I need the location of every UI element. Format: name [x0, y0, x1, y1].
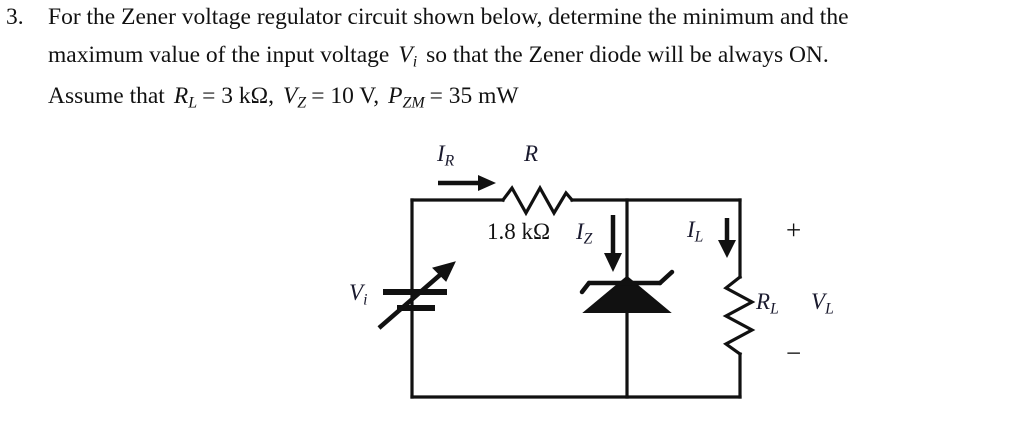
label-RL: RL [756, 290, 779, 320]
load-resistance-symbol: R [173, 83, 189, 109]
label-VL: VL [811, 290, 834, 320]
variable-dc-source-symbol [377, 261, 456, 330]
input-voltage-symbol: V [398, 42, 413, 68]
polarity-minus: − [786, 338, 802, 368]
zener-power-subscript: ZM [402, 94, 425, 112]
input-voltage-subscript: i [412, 53, 418, 71]
problem-line-2-text-a: maximum value of the input voltage [48, 42, 390, 68]
zener-power-symbol: P [388, 83, 403, 109]
zener-power-value: = 35 mW [429, 83, 519, 109]
label-RL-subscript: L [770, 300, 779, 318]
label-IR-symbol: I [437, 141, 445, 166]
label-IR-subscript: R [444, 152, 455, 170]
circuit-diagram: IR R 1.8 kΩ IZ IL Vi RL VL + − [0, 120, 1024, 437]
circuit-svg [377, 175, 756, 399]
zener-diode-symbol [579, 269, 675, 313]
current-IR-arrow [438, 175, 496, 191]
problem-number: 3. [6, 4, 24, 30]
current-IZ-arrow [604, 215, 622, 272]
problem-line-3: Assume that RL= 3 kΩ, VZ= 10 V, PZM= 35 mW [48, 83, 519, 116]
label-R-value: 1.8 kΩ [487, 219, 551, 244]
assume-label: Assume that [48, 83, 165, 109]
problem-line-1-text: For the Zener voltage regulator circuit … [48, 4, 849, 30]
label-Vi-subscript: i [363, 291, 368, 309]
load-resistance-subscript: L [188, 94, 198, 112]
comma-2: , [373, 83, 380, 109]
comma-1: , [268, 83, 274, 109]
problem-line-2-text-b: so that the Zener diode will be always O… [426, 42, 829, 68]
label-IZ: IZ [576, 220, 592, 250]
polarity-plus: + [786, 215, 802, 245]
problem-line-2: maximum value of the input voltage Vi so t… [48, 42, 829, 75]
label-IZ-symbol: I [576, 219, 584, 244]
label-Vi: Vi [349, 281, 367, 311]
current-IL-arrow [718, 218, 736, 258]
zener-voltage-symbol: V [282, 83, 298, 109]
label-R: R [524, 142, 538, 165]
load-resistance-value: = 3 kΩ [202, 83, 269, 109]
problem-line-1: For the Zener voltage regulator circuit … [48, 4, 849, 31]
label-RL-symbol: R [756, 289, 771, 314]
label-VL-subscript: L [825, 300, 834, 318]
series-resistor-zigzag [500, 184, 575, 217]
label-R-symbol: R [524, 141, 539, 166]
label-IL-subscript: L [694, 228, 704, 246]
label-IR: IR [437, 142, 454, 172]
label-Vi-symbol: V [349, 280, 364, 305]
label-VL-symbol: V [811, 289, 826, 314]
load-resistor-zigzag [722, 274, 756, 357]
zener-voltage-subscript: Z [297, 94, 307, 112]
zener-voltage-value: = 10 V [311, 83, 374, 109]
label-IL-symbol: I [687, 217, 695, 242]
label-IZ-subscript: Z [583, 230, 593, 248]
label-IL: IL [687, 218, 703, 248]
